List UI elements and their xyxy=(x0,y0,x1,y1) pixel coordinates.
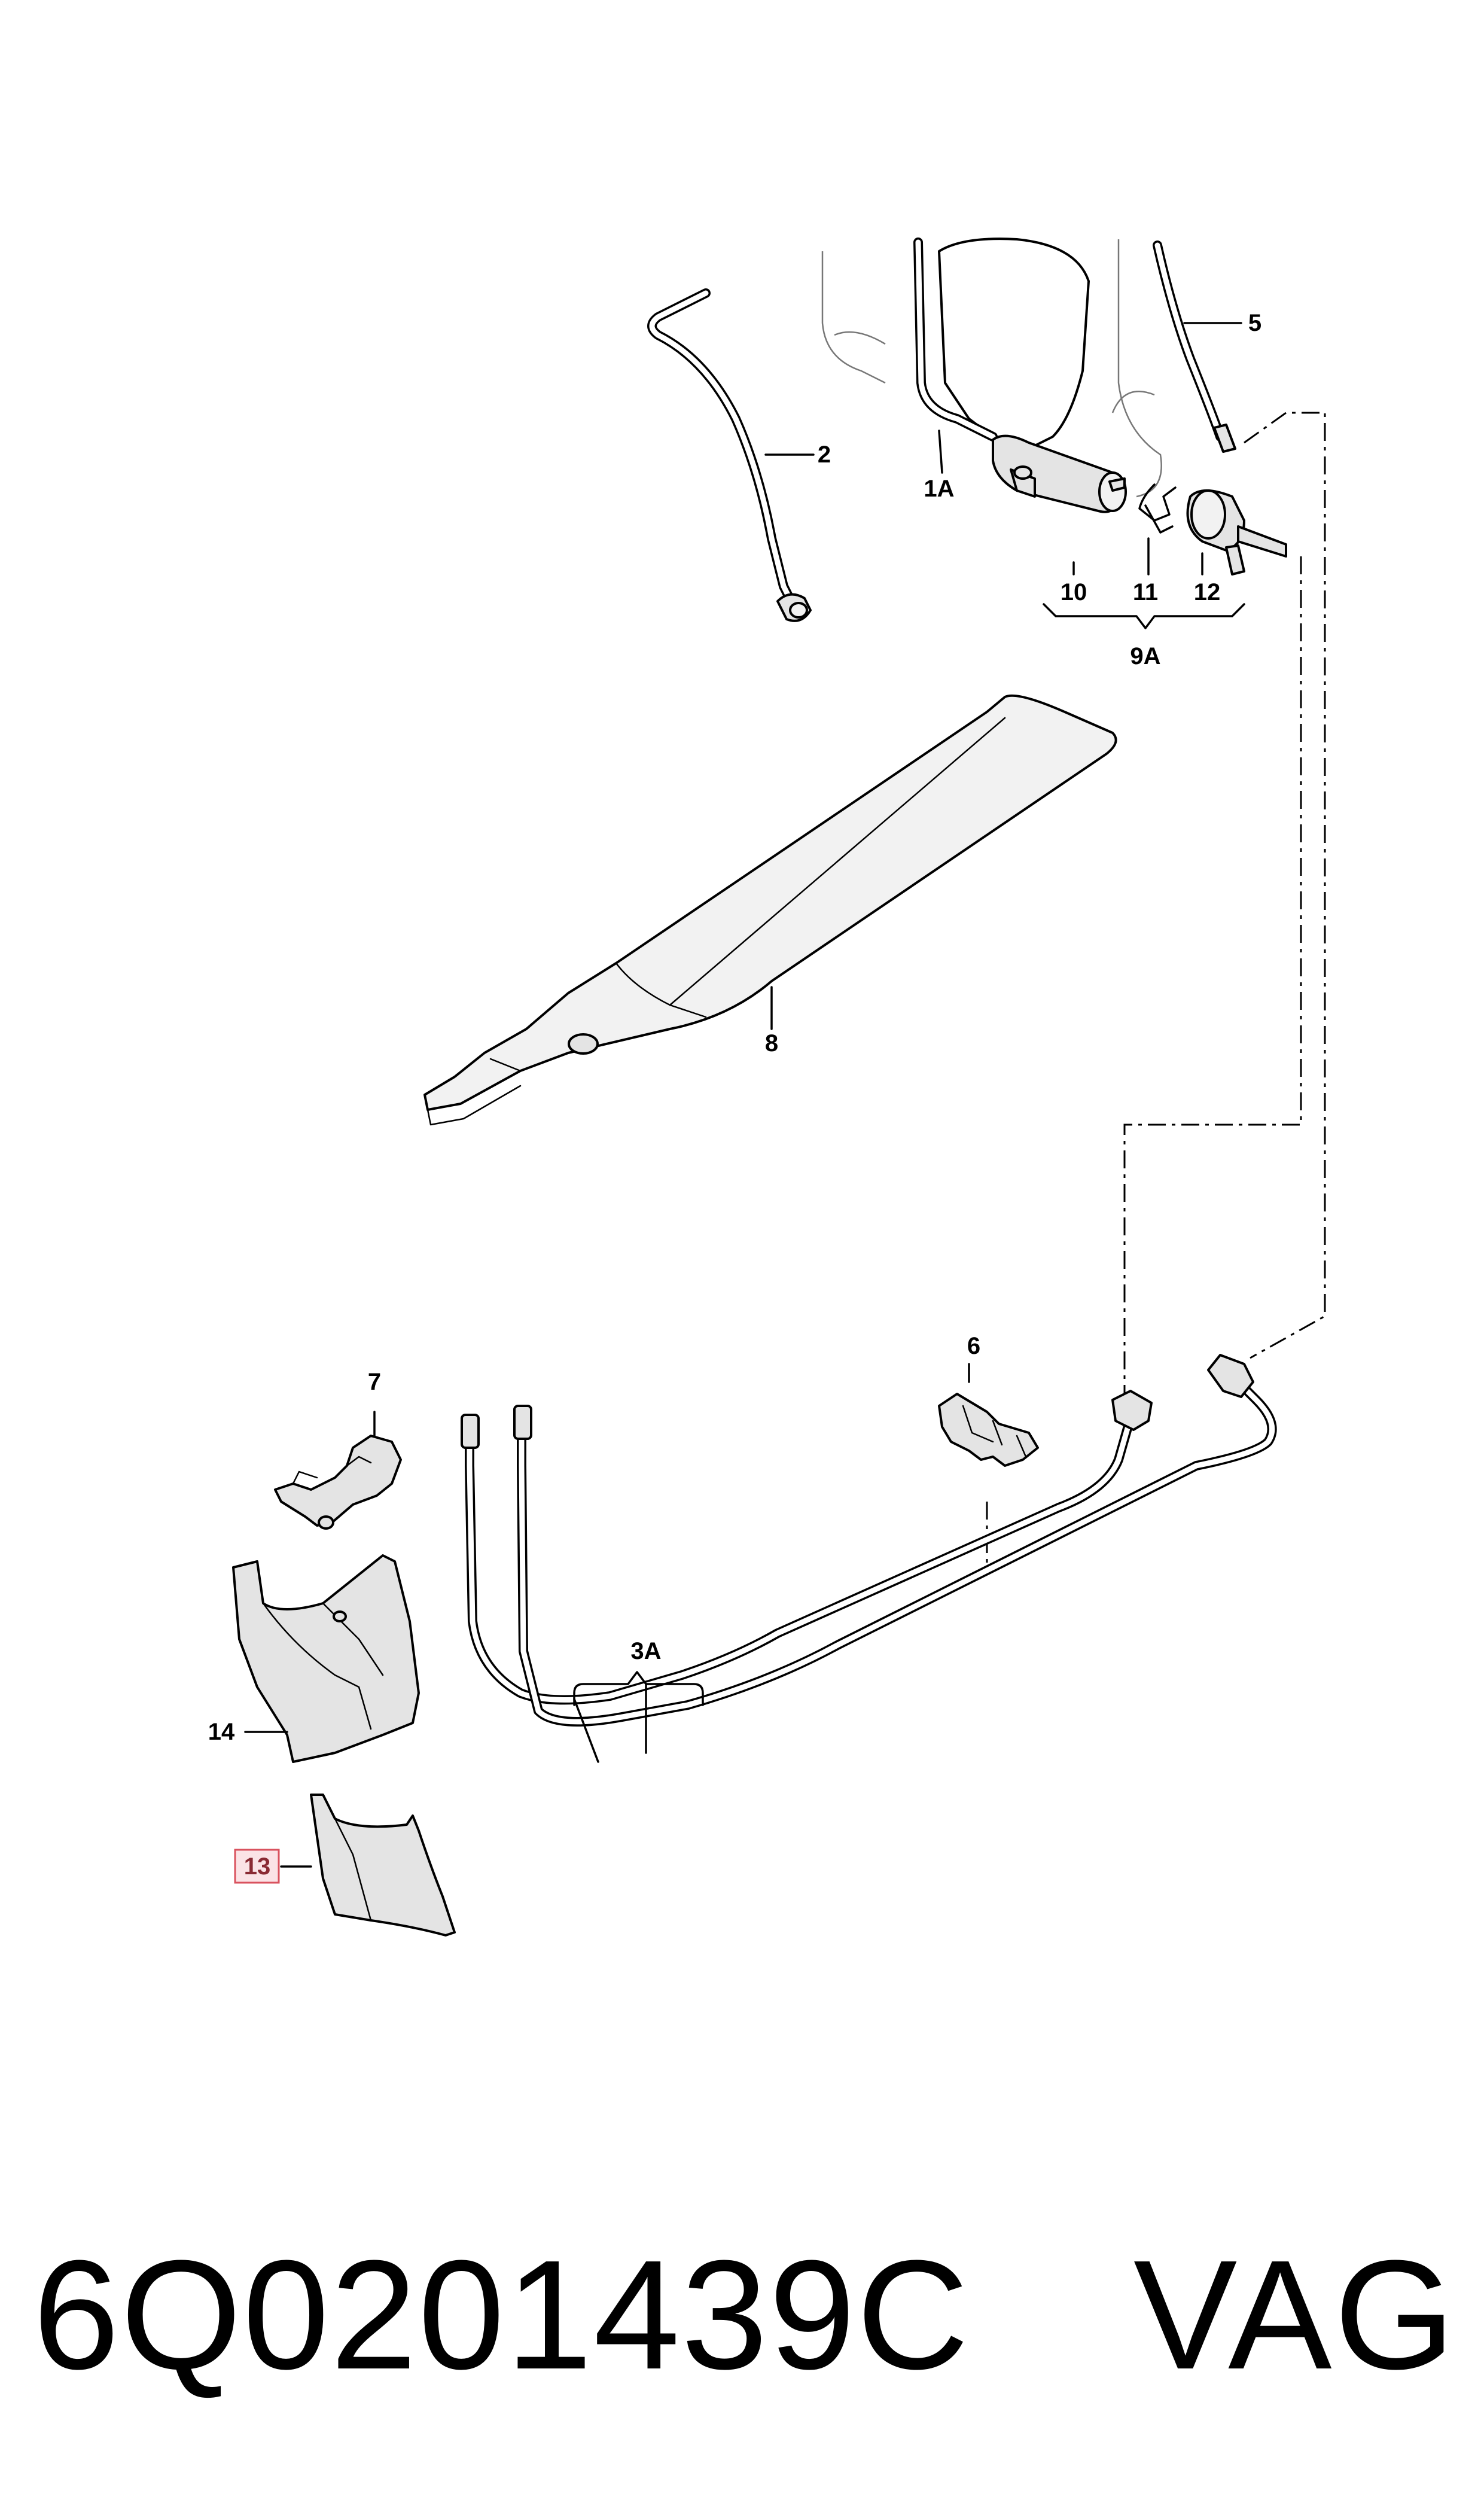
footer: 6Q0201439C VAG xyxy=(0,2237,1484,2393)
callout-10[interactable]: 10 xyxy=(1061,579,1087,605)
part-2-breather-pipe xyxy=(647,288,812,622)
callout-12[interactable]: 12 xyxy=(1194,579,1221,605)
callout-13-highlight xyxy=(234,1849,280,1884)
callout-9a[interactable]: 9A xyxy=(1130,643,1160,669)
callout-3a[interactable]: 3A xyxy=(630,1638,661,1664)
part-10-filter xyxy=(992,434,1127,513)
callout-13[interactable]: 13 xyxy=(244,1853,271,1880)
part-7-bracket xyxy=(274,1435,402,1530)
leader-lines xyxy=(244,322,1245,1868)
callout-2[interactable]: 2 xyxy=(818,442,831,468)
part-8-protection-panel xyxy=(423,694,1117,1126)
callout-5[interactable]: 5 xyxy=(1248,310,1261,336)
callout-14[interactable]: 14 xyxy=(208,1719,235,1745)
part-14-trim-cover xyxy=(232,1554,420,1763)
part-3a-fuel-lines xyxy=(461,1354,1277,1727)
fuel-tank-outline xyxy=(821,238,1162,498)
part-11-clip xyxy=(1138,483,1177,534)
callout-11[interactable]: 11 xyxy=(1133,579,1158,605)
part-12-regulator xyxy=(1186,489,1287,576)
callout-6[interactable]: 6 xyxy=(967,1333,980,1359)
callout-8[interactable]: 8 xyxy=(765,1030,778,1056)
part-1a-filler-pipe xyxy=(913,238,998,442)
part-13-lower-trim xyxy=(310,1794,456,1937)
guide-lines xyxy=(986,412,1326,1567)
callout-1a[interactable]: 1A xyxy=(924,476,954,502)
part-6-holder xyxy=(938,1393,1039,1467)
callout-labels: 1A 2 5 10 11 12 9A 8 6 7 3A 14 13 xyxy=(208,310,1261,1884)
callout-7[interactable]: 7 xyxy=(368,1369,381,1395)
brand-label: VAG xyxy=(1133,2228,1458,2402)
part-number: 6Q0201439C xyxy=(33,2228,970,2402)
part-5-vent-line xyxy=(1153,240,1236,453)
